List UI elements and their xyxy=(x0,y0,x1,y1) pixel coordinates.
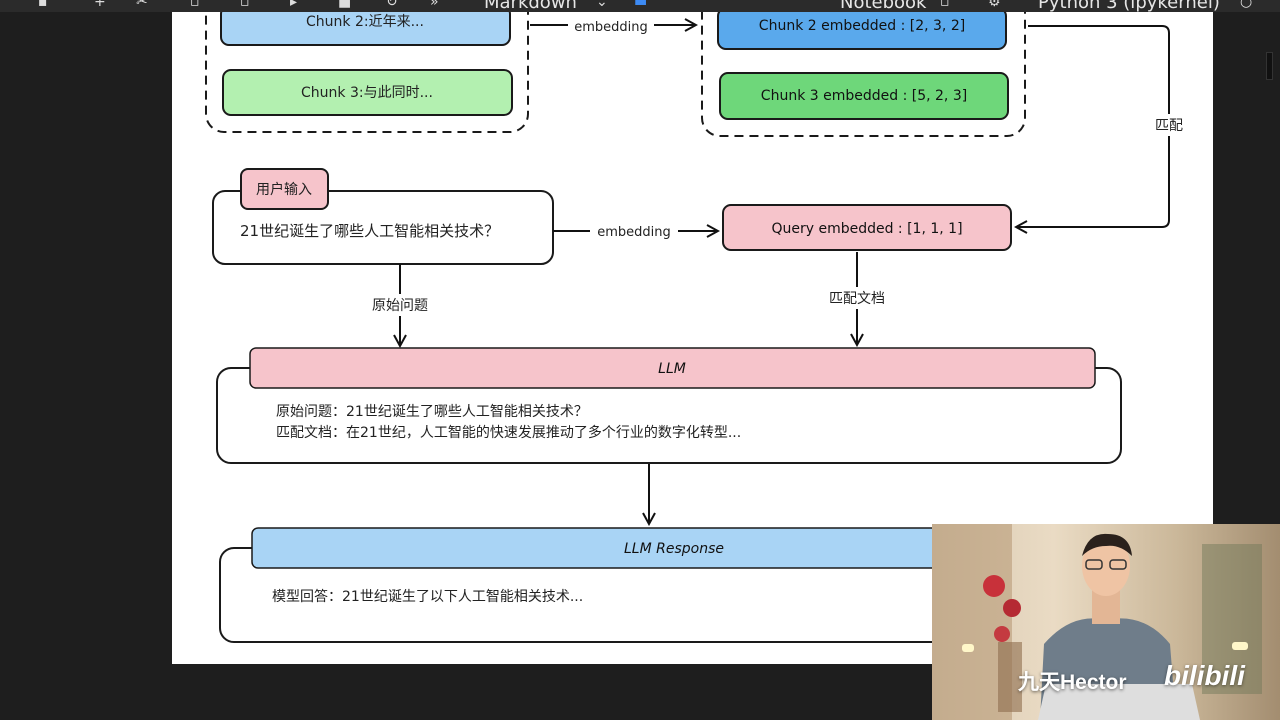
cell-type-select[interactable]: Markdown xyxy=(484,0,577,12)
markdown-icon[interactable]: ▬ xyxy=(634,0,648,10)
embedding-label-bg-top xyxy=(568,16,654,36)
match-connector xyxy=(1016,25,1170,227)
chunk-2-box xyxy=(220,12,511,46)
matched-docs-label-bg xyxy=(823,287,891,309)
stop-icon[interactable]: ■ xyxy=(338,0,352,10)
kernel-name[interactable]: Python 3 (ipykernel) xyxy=(1038,0,1220,12)
add-cell-icon[interactable]: + xyxy=(94,0,106,10)
notebook-toolbar: ▪ + ✂ ▫ ▫ ▸ ■ ↻ » Markdown ⌄ ▬ Notebook … xyxy=(0,0,1280,12)
chunks-group xyxy=(205,12,529,133)
rag-diagram: Chunk 2:近年来... Chunk 3:与此同时... embedding… xyxy=(172,12,1213,664)
response-title: LLM Response xyxy=(624,541,724,557)
bilibili-logo: bilibili xyxy=(1164,660,1245,691)
embedded-2-text: Chunk 2 embedded : [2, 3, 2] xyxy=(759,18,965,34)
query-embedded-text: Query embedded : [1, 1, 1] xyxy=(771,221,962,237)
llm-line-2: 匹配文档：在21世纪，人工智能的快速发展推动了多个行业的数字化转型... xyxy=(276,424,741,441)
kernel-settings-icon[interactable]: ⚙ xyxy=(988,0,1001,10)
chunk-3-text: Chunk 3:与此同时... xyxy=(301,85,433,101)
embedding-label-bg-middle xyxy=(590,221,678,241)
save-icon[interactable]: ▪ xyxy=(38,0,48,10)
llm-title: LLM xyxy=(658,361,686,377)
llm-header xyxy=(249,347,1096,389)
notebook-label[interactable]: Notebook xyxy=(840,0,927,12)
response-text: 模型回答：21世纪诞生了以下人工智能相关技术... xyxy=(272,588,583,605)
embedded-3-text: Chunk 3 embedded : [5, 2, 3] xyxy=(761,88,967,104)
notebook-icon[interactable]: ▫ xyxy=(940,0,950,10)
user-input-tag xyxy=(240,168,329,210)
user-question: 21世纪诞生了哪些人工智能相关技术？ xyxy=(240,222,499,240)
fast-forward-icon[interactable]: » xyxy=(430,0,439,10)
chunk-2-text: Chunk 2:近年来... xyxy=(306,14,424,30)
embedded-group xyxy=(701,12,1026,137)
original-question-label: 原始问题 xyxy=(372,298,428,314)
query-embedded-box xyxy=(722,204,1012,251)
presenter-video xyxy=(932,524,1262,720)
llm-line-1: 原始问题：21世纪诞生了哪些人工智能相关技术？ xyxy=(276,404,588,420)
presenter-watermark: 九天Hector xyxy=(1018,671,1127,694)
chunk-3-box xyxy=(222,69,513,116)
user-input-tag-text: 用户输入 xyxy=(256,181,312,198)
run-icon[interactable]: ▸ xyxy=(290,0,298,10)
paste-icon[interactable]: ▫ xyxy=(240,0,250,10)
embedded-2-box xyxy=(717,12,1007,50)
embedding-label-middle: embedding xyxy=(597,225,671,240)
chevron-down-icon[interactable]: ⌄ xyxy=(596,0,608,10)
presenter-webcam: 九天Hector bilibili xyxy=(932,524,1280,720)
scrollbar-thumb[interactable] xyxy=(1266,52,1273,80)
copy-icon[interactable]: ▫ xyxy=(190,0,200,10)
kernel-status-icon: ○ xyxy=(1240,0,1253,10)
embedded-3-box xyxy=(719,72,1009,120)
cut-icon[interactable]: ✂ xyxy=(136,0,148,10)
original-question-label-bg xyxy=(368,294,432,316)
embedding-label-top: embedding xyxy=(574,20,648,35)
match-label: 匹配 xyxy=(1155,118,1183,134)
matched-docs-label: 匹配文档 xyxy=(829,291,885,307)
restart-icon[interactable]: ↻ xyxy=(386,0,398,10)
match-label-bg xyxy=(1150,114,1188,136)
